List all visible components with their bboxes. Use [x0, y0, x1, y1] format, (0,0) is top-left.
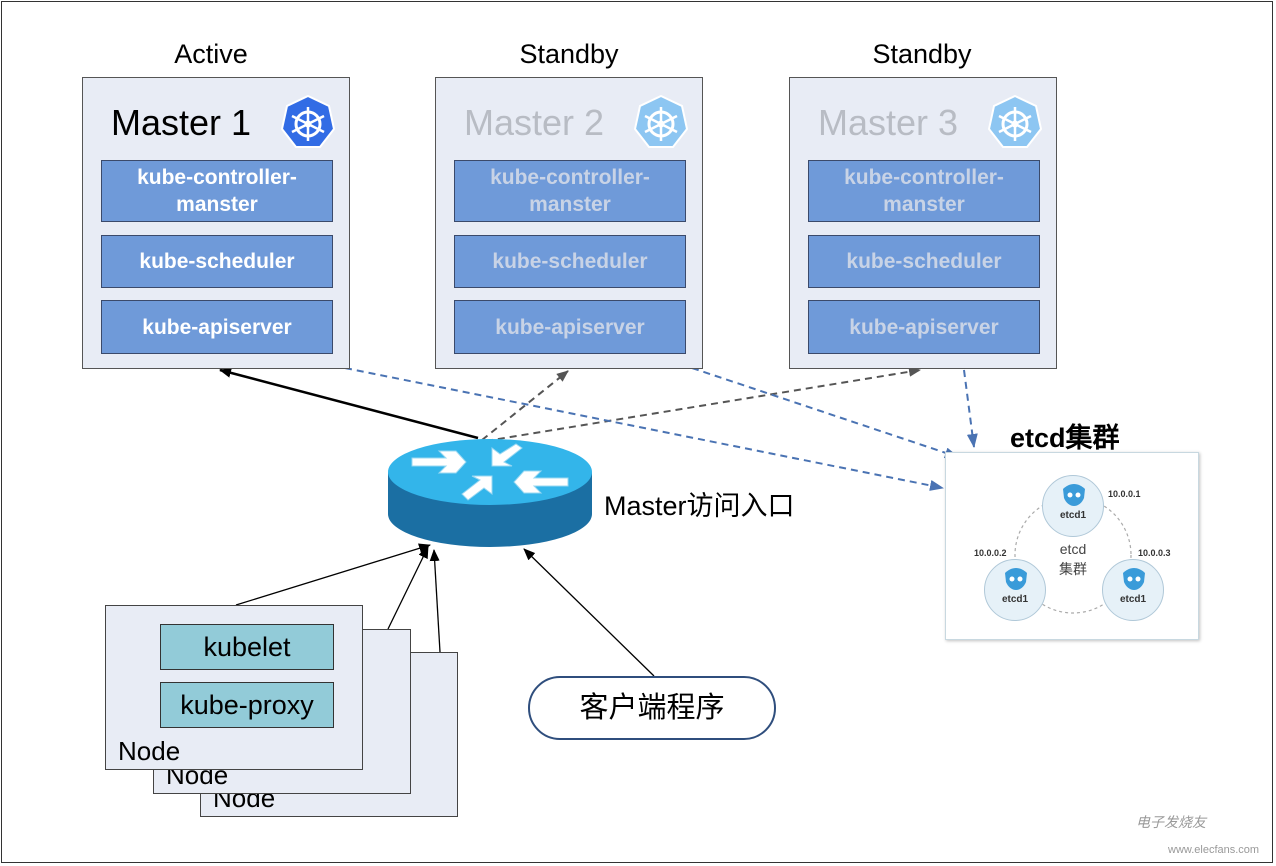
etcd-node-2: etcd1: [984, 559, 1046, 621]
master-3-title: Master 3: [818, 102, 959, 143]
state-label-standby-2: Standby: [872, 39, 972, 69]
node-label: Node: [118, 736, 181, 766]
arrow-router-master1: [219, 367, 479, 440]
state-label-standby-1: Standby: [519, 39, 619, 69]
etcd-node-label: etcd1: [1059, 510, 1087, 521]
etcd-cluster-box: etcd1 etcd1 etcd1 10.0.0.1 10.0.0.2 10.0…: [945, 452, 1199, 640]
component-apiserver: kube-apiserver: [454, 300, 686, 354]
router-label: Master访问入口: [604, 491, 795, 521]
component-controller-manager: kube-controller- manster: [101, 160, 333, 222]
etcd-ip-2: 10.0.0.2: [974, 548, 1007, 558]
node-component-kube-proxy: kube-proxy: [160, 682, 334, 728]
arrow-master3-etcd: [963, 369, 978, 448]
etcd-icon: [1123, 568, 1145, 590]
component-scheduler: kube-scheduler: [454, 235, 686, 288]
etcd-cluster-title: etcd集群: [1010, 423, 1120, 453]
arrow-node2-router: [387, 546, 429, 630]
component-scheduler: kube-scheduler: [808, 235, 1040, 288]
component-apiserver: kube-apiserver: [101, 300, 333, 354]
etcd-node-label: etcd1: [1119, 594, 1147, 605]
master-1-box: Master 1 kube-controller- manster kube-s…: [82, 77, 350, 369]
component-apiserver: kube-apiserver: [808, 300, 1040, 354]
master-3-box: Master 3 kube-controller- manster kube-s…: [789, 77, 1057, 369]
master-2-box: Master 2 kube-controller- manster kube-s…: [435, 77, 703, 369]
node-component-kubelet: kubelet: [160, 624, 334, 670]
arrow-node3-router: [429, 549, 441, 653]
watermark-logo: 电子发烧友: [1136, 814, 1206, 830]
component-scheduler: kube-scheduler: [101, 235, 333, 288]
arrow-router-master2: [481, 370, 569, 441]
etcd-node-label: etcd1: [1001, 594, 1029, 605]
master-1-title: Master 1: [111, 102, 252, 143]
etcd-center-label-2: 集群: [1059, 561, 1087, 577]
state-label-active: Active: [174, 39, 248, 69]
etcd-icon: [1005, 568, 1027, 590]
watermark-url: www.elecfans.com: [1168, 844, 1260, 856]
arrow-router-master3: [485, 366, 921, 442]
etcd-node-1: etcd1: [1042, 475, 1104, 537]
etcd-center-label: etcd: [1059, 541, 1087, 557]
arrow-client-router: [523, 548, 655, 677]
component-controller-manager: kube-controller- manster: [808, 160, 1040, 222]
etcd-icon: [1063, 484, 1085, 506]
master-2-title: Master 2: [464, 102, 605, 143]
etcd-ip-1: 10.0.0.1: [1108, 489, 1141, 499]
etcd-node-3: etcd1: [1102, 559, 1164, 621]
arrow-node1-router: [235, 543, 431, 606]
arrow-master2-etcd: [691, 367, 959, 459]
kubernetes-icon: [633, 94, 689, 148]
kubernetes-icon: [987, 94, 1043, 148]
router-icon: [388, 439, 592, 547]
component-controller-manager: kube-controller- manster: [454, 160, 686, 222]
kubernetes-icon: [280, 94, 336, 148]
etcd-ip-3: 10.0.0.3: [1138, 548, 1171, 558]
client-program: 客户端程序: [528, 676, 776, 740]
node-box-1: kubelet kube-proxy Node: [105, 605, 363, 770]
arrow-master1-etcd: [344, 367, 944, 491]
